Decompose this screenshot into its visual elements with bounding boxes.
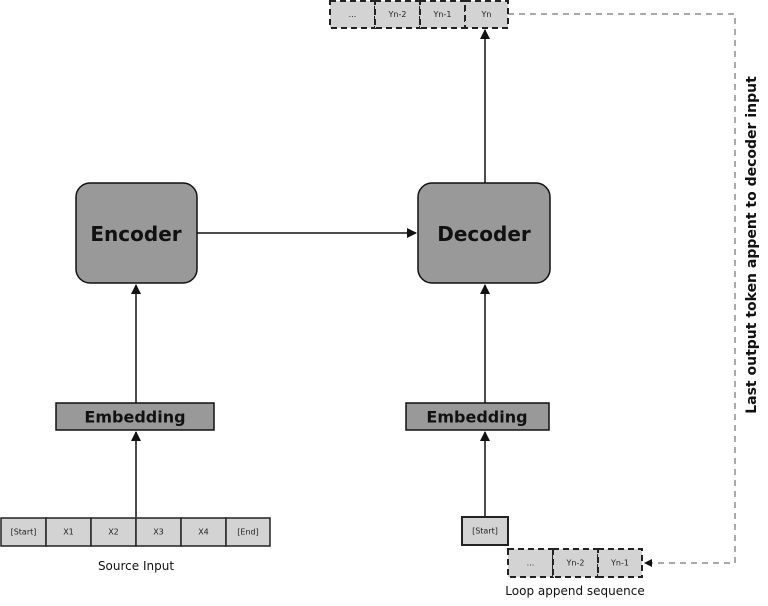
start-token-label: [Start] (472, 527, 498, 536)
token-cell: Yn-2 (374, 0, 421, 29)
token-label: X4 (198, 528, 209, 537)
token-label: Yn-2 (388, 10, 407, 19)
token-cell: ... (507, 548, 554, 578)
token-label: X2 (108, 528, 119, 537)
token-label: [End] (237, 528, 258, 537)
token-cell: [End] (225, 517, 271, 547)
token-label: Yn-1 (610, 559, 629, 568)
token-cell: Yn-1 (419, 0, 466, 29)
token-label: [Start] (11, 528, 37, 537)
token-cell: X1 (45, 517, 92, 547)
token-cell: Yn (464, 0, 509, 29)
token-label: Yn-2 (566, 559, 585, 568)
decoder-block: Decoder (417, 182, 551, 284)
encoder-label: Encoder (90, 222, 181, 246)
loop-append-sequence: ... Yn-2 Yn-1 (507, 548, 643, 578)
token-label: X3 (153, 528, 164, 537)
token-label: Yn-1 (433, 10, 452, 19)
token-label: ... (527, 559, 535, 568)
token-label: ... (349, 10, 357, 19)
token-label: X1 (63, 528, 74, 537)
loop-sequence-label: Loop append sequence (505, 584, 644, 598)
source-input-sequence: [Start] X1 X2 X3 X4 [End] (0, 517, 271, 547)
feedback-label: Last output token appent to decoder inpu… (744, 76, 760, 414)
token-cell: Yn-2 (552, 548, 599, 578)
decoder-label: Decoder (437, 222, 531, 246)
embedding-right: Embedding (405, 402, 550, 431)
token-cell: X2 (90, 517, 137, 547)
embedding-right-label: Embedding (426, 408, 527, 427)
feedback-loop-arrow (508, 13, 736, 567)
token-cell: X4 (180, 517, 227, 547)
encoder-block: Encoder (75, 182, 198, 284)
source-input-label: Source Input (98, 559, 174, 573)
token-cell: X3 (135, 517, 182, 547)
embedding-left-label: Embedding (84, 408, 185, 427)
token-label: Yn (481, 10, 492, 19)
decoder-start-token: [Start] (461, 516, 509, 546)
token-cell: ... (329, 0, 376, 29)
token-cell: [Start] (0, 517, 47, 547)
token-cell: Yn-1 (597, 548, 643, 578)
output-sequence: ... Yn-2 Yn-1 Yn (329, 0, 509, 29)
embedding-left: Embedding (55, 402, 215, 431)
